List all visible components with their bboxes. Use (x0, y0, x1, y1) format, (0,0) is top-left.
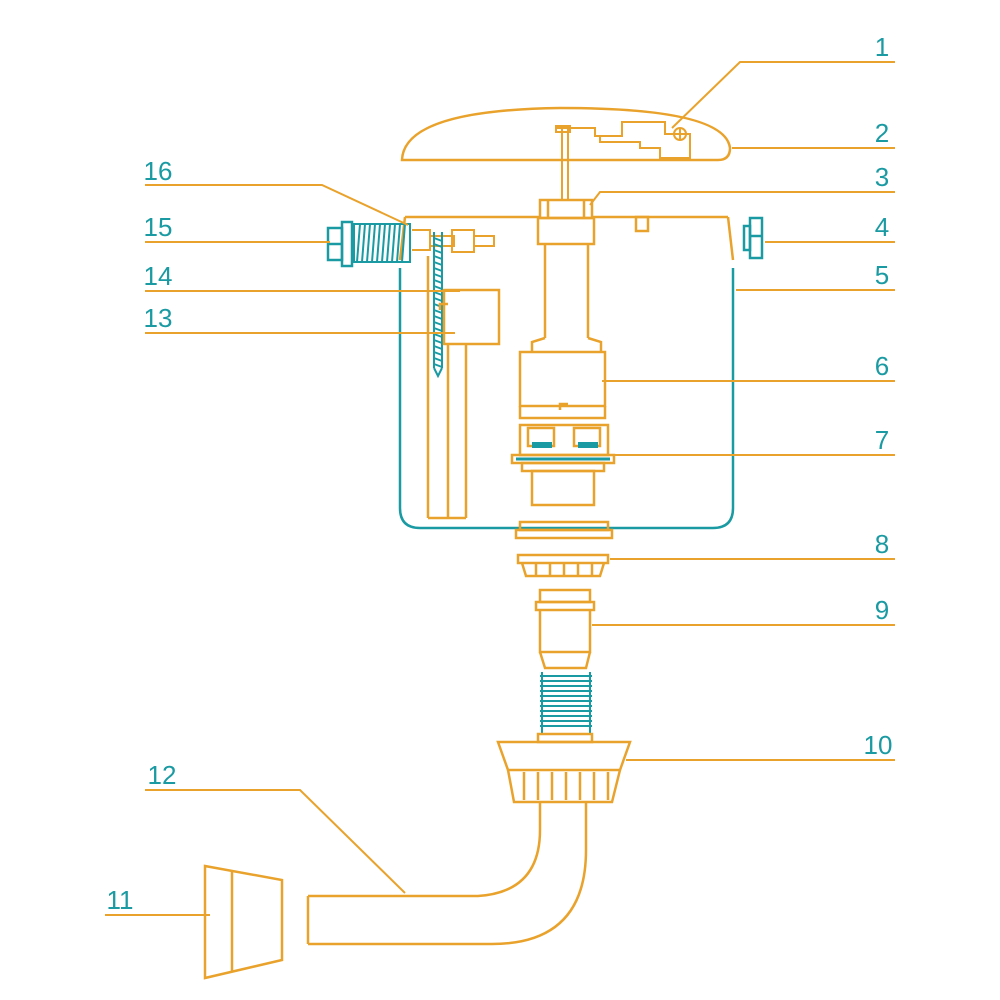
corrugated-hose (540, 672, 592, 734)
push-button-mechanism (555, 121, 691, 200)
callout-11: 11 (107, 885, 134, 915)
flush-valve-seal (510, 423, 616, 507)
flush-valve-tube (530, 244, 603, 352)
callout-2: 2 (875, 118, 889, 148)
tank-outlet-seal (514, 520, 614, 540)
flush-pipe-connector (534, 588, 596, 670)
callout-labels: 1 2 3 4 5 6 7 8 9 10 11 12 13 14 15 16 (107, 32, 893, 915)
callout-10: 10 (864, 730, 893, 760)
callout-14: 14 (144, 261, 173, 291)
callout-15: 15 (144, 212, 173, 242)
callout-5: 5 (875, 260, 889, 290)
leader-lines (105, 61, 895, 916)
callout-9: 9 (875, 595, 889, 625)
callout-1: 1 (875, 32, 889, 62)
threaded-inlet (353, 223, 411, 263)
adjusting-rod (433, 232, 443, 379)
flush-valve-body (518, 350, 607, 420)
tank (398, 268, 735, 530)
callout-7: 7 (875, 425, 889, 455)
callout-4: 4 (875, 212, 889, 242)
rubber-sleeve (203, 864, 284, 980)
float (438, 288, 501, 346)
callout-16: 16 (144, 156, 173, 186)
wall-gasket (742, 216, 764, 260)
callout-6: 6 (875, 351, 889, 381)
callout-8: 8 (875, 529, 889, 559)
float-guide-tube (426, 256, 468, 520)
callout-12: 12 (148, 760, 177, 790)
callout-3: 3 (875, 162, 889, 192)
elbow-pipe (306, 802, 588, 946)
cone-connector (496, 740, 632, 804)
tank-cover (400, 106, 732, 162)
tank-top-edge (398, 215, 735, 261)
callout-13: 13 (144, 303, 173, 333)
flush-valve-top-clip (536, 198, 596, 246)
fill-valve-head (412, 229, 495, 253)
inlet-nut (326, 220, 354, 268)
lock-nut (516, 553, 610, 578)
